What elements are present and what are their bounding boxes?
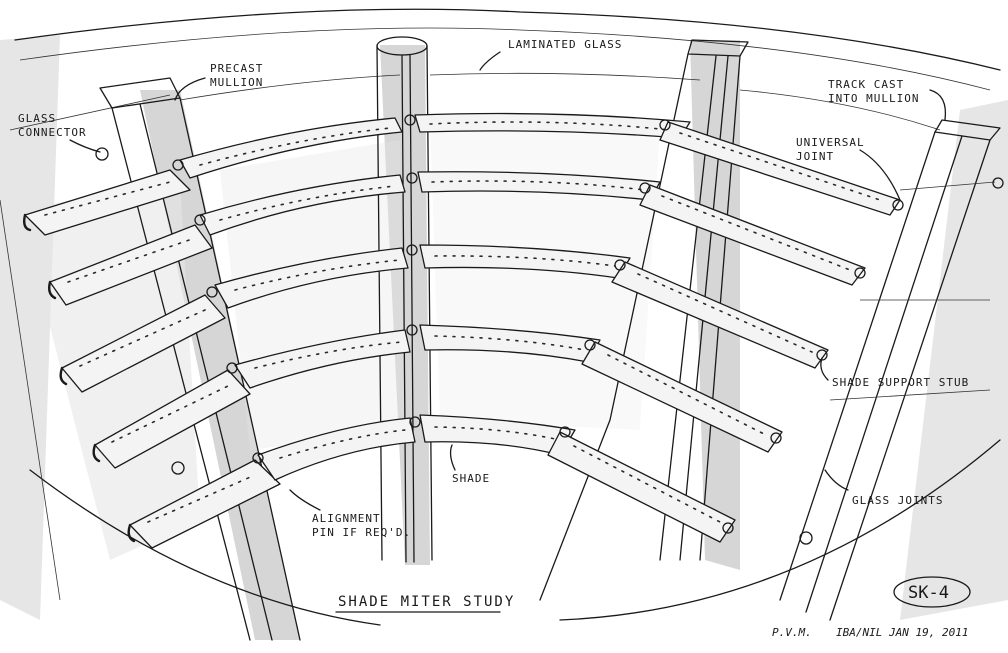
callout-alignment-pin-l1: ALIGNMENT [312, 512, 381, 525]
callout-shade-support-stub: SHADE SUPPORT STUB [832, 376, 969, 389]
initials: P.V.M. [772, 626, 812, 639]
callout-precast-mullion-l1: PRECAST [210, 62, 263, 75]
shade-left-bay [22, 169, 281, 549]
callout-glass-connector-l1: GLASS [18, 112, 56, 125]
title-block: SHADE MITER STUDY SK-4 P.V.M. IBA/NIL JA… [335, 576, 971, 639]
callout-track-cast-l2: INTO MULLION [828, 92, 919, 105]
callouts: PRECAST MULLION LAMINATED GLASS GLASS CO… [18, 38, 969, 539]
callout-track-cast-l1: TRACK CAST [828, 78, 904, 91]
callout-universal-joint-l1: UNIVERSAL [796, 136, 865, 149]
callout-shade: SHADE [452, 472, 490, 485]
shade-center-left-bay [179, 117, 416, 481]
sheet-id: SK-4 [908, 583, 949, 603]
frame-lines [0, 8, 1001, 626]
callout-universal-joint-l2: JOINT [796, 150, 834, 163]
leader-lines [69, 51, 947, 511]
callout-glass-joints: GLASS JOINTS [852, 494, 943, 507]
callout-glass-connector-l2: CONNECTOR [18, 126, 87, 139]
callout-precast-mullion-l2: MULLION [210, 76, 263, 89]
callout-laminated-glass: LAMINATED GLASS [508, 38, 622, 51]
shade-right-bay [547, 121, 901, 543]
sheet-id-bubble [893, 576, 971, 608]
drawing-title: SHADE MITER STUDY [338, 594, 515, 610]
callout-alignment-pin-l2: PIN IF REQ'D. [312, 526, 411, 539]
credit-date: IBA/NIL JAN 19, 2011 [836, 626, 968, 639]
mullion-far-right [779, 119, 1001, 621]
